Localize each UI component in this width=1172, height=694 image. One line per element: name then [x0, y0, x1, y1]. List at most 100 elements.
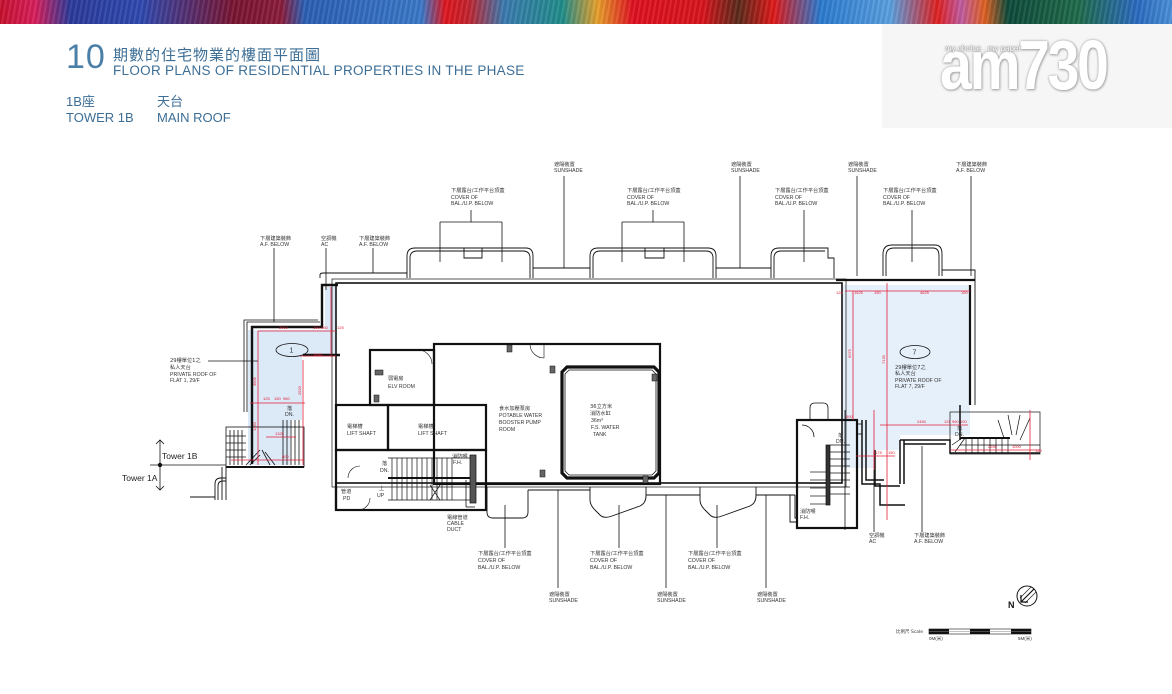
svg-text:下層露台/工作平台頂蓋: 下層露台/工作平台頂蓋	[627, 186, 681, 194]
svg-text:DN.: DN.	[836, 439, 845, 445]
annotation-cover-bottom-3: 下層露台/工作平台頂蓋 COVER OF BAL./U.P. BELOW	[688, 549, 742, 571]
svg-text:落: 落	[838, 431, 844, 439]
decorative-banner	[0, 0, 1172, 24]
flat-7-label: 29樓單位7之 私人天台 PRIVATE ROOF OF FLAT 7, 29/…	[895, 363, 942, 390]
svg-text:BAL./U.P. BELOW: BAL./U.P. BELOW	[775, 201, 817, 207]
tower-label-en: TOWER 1B	[66, 110, 134, 125]
svg-text:A.F. BELOW: A.F. BELOW	[914, 539, 943, 545]
annotation-af-below-3: 下層建築裝飾 A.F. BELOW	[956, 160, 987, 174]
annotation-sunshade-bottom-3: 遮陽裝置 SUNSHADE	[757, 590, 786, 604]
svg-text:COVER OF: COVER OF	[451, 195, 478, 201]
svg-text:食水加壓泵房: 食水加壓泵房	[499, 404, 530, 412]
svg-text:0M(米): 0M(米)	[929, 635, 943, 642]
svg-text:29樓單位7之: 29樓單位7之	[895, 363, 926, 371]
svg-text:A.F. BELOW: A.F. BELOW	[359, 242, 388, 248]
annotation-cover-top-1: 下層露台/工作平台頂蓋 COVER OF BAL./U.P. BELOW	[451, 186, 505, 207]
svg-text:150: 150	[313, 325, 320, 330]
floor-label-zh: 天台	[157, 94, 184, 109]
annotation-sunshade-top-2: 遮陽裝置 SUNSHADE	[731, 160, 760, 174]
svg-text:COVER OF: COVER OF	[478, 558, 505, 564]
svg-text:COVER OF: COVER OF	[775, 195, 802, 201]
svg-text:落: 落	[957, 424, 963, 432]
tower-divider-marker	[150, 439, 226, 491]
svg-text:下層露台/工作平台頂蓋: 下層露台/工作平台頂蓋	[590, 549, 644, 557]
svg-text:比例尺 Scale: 比例尺 Scale	[896, 628, 923, 635]
annotation-sunshade-top-3: 遮陽裝置 SUNSHADE	[848, 160, 877, 174]
svg-text:SUNSHADE: SUNSHADE	[848, 168, 877, 174]
floor-label-en: MAIN ROOF	[157, 110, 231, 125]
svg-text:F.H.: F.H.	[453, 460, 462, 466]
flat-7-core-fh-label: 消防喉 F.H.	[800, 507, 816, 521]
flat-1-badge: 1	[275, 343, 309, 357]
annotation-sunshade-bottom-1: 遮陽裝置 SUNSHADE	[549, 590, 578, 604]
svg-text:BOOSTER PUMP: BOOSTER PUMP	[499, 420, 541, 426]
svg-text:PRIVATE ROOF OF: PRIVATE ROOF OF	[895, 378, 942, 384]
svg-text:電線管道: 電線管道	[447, 513, 468, 521]
page-title-zh: 期數的住宅物業的樓面平面圖	[113, 46, 322, 64]
svg-text:2520: 2520	[297, 385, 302, 395]
svg-text:DUCT: DUCT	[447, 527, 462, 533]
svg-text:DN.: DN.	[380, 468, 389, 474]
svg-text:SUNSHADE: SUNSHADE	[757, 598, 786, 604]
north-arrow-icon: N	[1008, 585, 1038, 610]
svg-text:2910: 2910	[279, 325, 289, 330]
svg-text:空調機: 空調機	[321, 234, 337, 242]
svg-text:下層露台/工作平台頂蓋: 下層露台/工作平台頂蓋	[478, 549, 532, 557]
svg-text:下層露台/工作平台頂蓋: 下層露台/工作平台頂蓋	[451, 186, 505, 194]
svg-text:COVER OF: COVER OF	[688, 558, 715, 564]
flat-7-core-stair	[810, 444, 850, 506]
annotation-cover-top-3: 下層露台/工作平台頂蓋 COVER OF BAL./U.P. BELOW	[775, 186, 829, 207]
svg-text:消防水缸: 消防水缸	[590, 409, 611, 417]
dimension-lines	[231, 283, 1040, 520]
svg-text:COVER OF: COVER OF	[590, 558, 617, 564]
elv-room-label: 弱電房 ELV ROOM	[388, 374, 415, 390]
svg-text:1685: 1685	[313, 352, 323, 357]
svg-text:FLAT 1, 29/F: FLAT 1, 29/F	[170, 378, 200, 384]
svg-text:A.F. BELOW: A.F. BELOW	[260, 242, 289, 248]
svg-text:電梯槽: 電梯槽	[347, 422, 363, 430]
svg-text:LIFT SHAFT: LIFT SHAFT	[347, 431, 377, 437]
annotation-ac-bottom: 空調機 AC	[869, 531, 885, 545]
flat-7-core-dn-label: 落 DN.	[836, 431, 845, 445]
svg-text:遮陽裝置: 遮陽裝置	[554, 160, 575, 168]
svg-text:消防喉: 消防喉	[452, 452, 468, 460]
svg-text:ELV ROOM: ELV ROOM	[388, 384, 415, 390]
svg-text:4625: 4625	[920, 290, 930, 295]
svg-text:遮陽裝置: 遮陽裝置	[757, 590, 778, 598]
core-stair	[388, 454, 477, 504]
svg-text:下層露台/工作平台頂蓋: 下層露台/工作平台頂蓋	[775, 186, 829, 194]
svg-text:960: 960	[283, 396, 290, 401]
svg-text:AC: AC	[869, 539, 876, 545]
svg-text:150: 150	[274, 396, 281, 401]
svg-text:800: 800	[282, 454, 289, 459]
annotation-cover-top-4: 下層露台/工作平台頂蓋 COVER OF BAL./U.P. BELOW	[883, 186, 937, 207]
svg-text:150: 150	[874, 290, 881, 295]
svg-text:遮陽裝置: 遮陽裝置	[657, 590, 678, 598]
svg-text:FLAT 7, 29/F: FLAT 7, 29/F	[895, 384, 925, 390]
annotation-cover-bottom-2: 下層露台/工作平台頂蓋 COVER OF BAL./U.P. BELOW	[590, 549, 644, 571]
svg-text:上: 上	[379, 484, 384, 492]
svg-text:125: 125	[337, 325, 344, 330]
svg-text:F.S. WATER: F.S. WATER	[591, 425, 620, 431]
svg-text:1000: 1000	[1012, 444, 1022, 449]
annotation-cover-top-2: 下層露台/工作平台頂蓋 COVER OF BAL./U.P. BELOW	[627, 186, 681, 207]
page-title-en: FLOOR PLANS OF RESIDENTIAL PROPERTIES IN…	[113, 63, 525, 78]
svg-text:TANK: TANK	[593, 432, 607, 438]
svg-text:下層露台/工作平台頂蓋: 下層露台/工作平台頂蓋	[883, 186, 937, 194]
svg-text:PD: PD	[343, 496, 350, 502]
flat-1-roof-area	[248, 287, 336, 465]
flat-7-badge: 7	[899, 345, 931, 359]
tower-label-zh: 1B座	[66, 94, 95, 109]
svg-text:36立方米: 36立方米	[590, 402, 613, 410]
svg-text:CABLE: CABLE	[447, 521, 465, 527]
svg-text:COVER OF: COVER OF	[883, 195, 910, 201]
svg-text:管道: 管道	[341, 487, 351, 495]
watermark-logo: am730	[940, 26, 1109, 104]
flat-7-roof-area	[843, 285, 970, 468]
core-stair-up-label: 上 UP	[377, 484, 385, 499]
annotation-af-below-1: 下層建築裝飾 A.F. BELOW	[260, 234, 291, 248]
svg-text:2250: 2250	[988, 444, 998, 449]
lift-shaft-2-label: 電梯槽 LIFT SHAFT	[418, 422, 448, 437]
svg-text:BAL./U.P. BELOW: BAL./U.P. BELOW	[627, 201, 669, 207]
scale-bar: 比例尺 Scale 0M(米) 5M(米)	[896, 628, 1032, 642]
